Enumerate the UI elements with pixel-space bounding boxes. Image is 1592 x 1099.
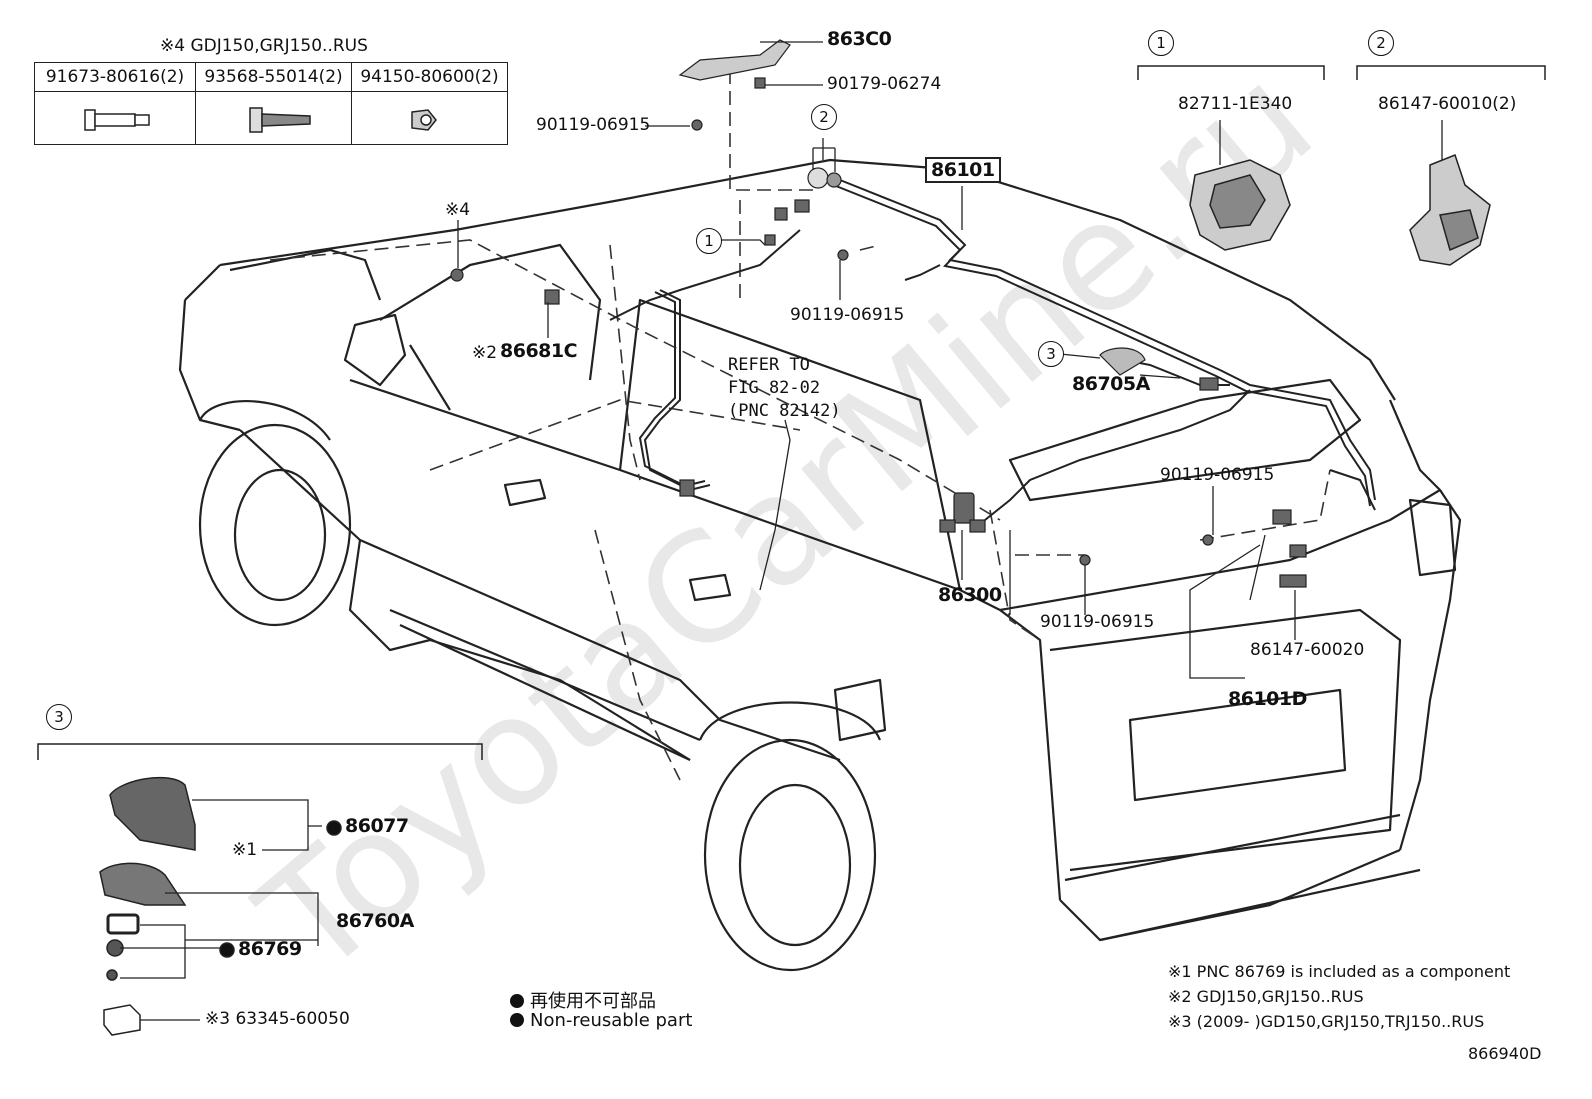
part-86147-60010-illustration (1409, 154, 1491, 266)
connector-86300-icon (953, 492, 975, 524)
bracket-863C0-icon (678, 39, 791, 81)
refer-line-3[interactable]: (PNC 82142) (728, 401, 841, 421)
connector-icon (679, 479, 695, 497)
non-reusable-dot-86769-icon (219, 942, 235, 958)
grommet-icon (807, 167, 829, 189)
legend-en: Non-reusable part (510, 1010, 692, 1031)
part-82711-illustration (1189, 159, 1291, 251)
clip-icon (764, 234, 776, 246)
label-863C0[interactable]: 863C0 (827, 28, 892, 50)
label-86147-60010[interactable]: 86147-60010(2) (1378, 94, 1517, 114)
detail-group-3 (99, 776, 342, 1036)
callout-2-header[interactable]: 2 (1368, 30, 1394, 56)
bolt-icon (450, 268, 464, 282)
antenna-base-86760A-icon (99, 862, 187, 906)
bolt-icon (691, 119, 703, 131)
label-90119-06915-top[interactable]: 90119-06915 (536, 115, 651, 135)
label-90119-06915-low[interactable]: 90119-06915 (1040, 612, 1155, 632)
antenna-86705A-icon (1099, 347, 1146, 376)
note-1: ※1 PNC 86769 is included as a component (1168, 962, 1511, 981)
label-63345-60050[interactable]: ※3 63345-60050 (205, 1009, 350, 1029)
clip-icon (774, 207, 788, 221)
grommet-icon (826, 172, 842, 188)
note-3: ※3 (2009- )GD150,GRJ150,TRJ150..RUS (1168, 1012, 1485, 1031)
label-86101D[interactable]: 86101D (1228, 688, 1307, 710)
screw-icon (106, 969, 118, 981)
figure-id: 866940D (1468, 1044, 1542, 1063)
fastener-image-cell (34, 91, 196, 145)
label-86147-60020[interactable]: 86147-60020 (1250, 640, 1365, 660)
connector-icon (1289, 544, 1307, 558)
connector-icon (1279, 574, 1307, 588)
bolt-icon (837, 249, 849, 261)
refer-line-1[interactable]: REFER TO (728, 355, 810, 375)
fastener-image-cell (195, 91, 352, 145)
callout-1-header[interactable]: 1 (1148, 30, 1174, 56)
label-86300[interactable]: 86300 (938, 584, 1002, 606)
label-82711-1E340[interactable]: 82711-1E340 (1178, 94, 1293, 114)
bolt-icon (1202, 534, 1214, 546)
refer-line-2[interactable]: FIG 82-02 (728, 378, 821, 398)
header-table-title: ※4 GDJ150,GRJ150..RUS (160, 36, 368, 56)
legend-jp: 再使用不可部品 (510, 987, 656, 1013)
label-90119-06915-right[interactable]: 90119-06915 (1160, 465, 1275, 485)
gasket-86769-icon (106, 913, 140, 935)
callout-3-detail[interactable]: 3 (46, 704, 72, 730)
clip-icon (794, 199, 810, 213)
fastener-table: 91673-80616(2) 93568-55014(2) 94150-8060… (34, 62, 508, 145)
connector-icon (1199, 377, 1219, 391)
clip-icon (754, 77, 766, 89)
bolt-icon (1079, 554, 1091, 566)
callout-3-roof[interactable]: 3 (1038, 341, 1064, 367)
antenna-cable (609, 179, 1376, 521)
antenna-cover-86077-icon (109, 776, 196, 851)
label-86760A[interactable]: 86760A (336, 910, 414, 932)
cover-63345-icon (103, 1004, 141, 1036)
legend-jp-text: 再使用不可部品 (530, 991, 656, 1012)
callout-1-roof[interactable]: 1 (696, 228, 722, 254)
note-x4: ※4 (445, 200, 471, 220)
watermark: ToyotaCarMine.ru (229, 33, 1345, 1009)
label-86681C[interactable]: 86681C (500, 340, 578, 362)
label-86077[interactable]: 86077 (345, 815, 409, 837)
note-2: ※2 GDJ150,GRJ150..RUS (1168, 987, 1364, 1006)
label-86705A[interactable]: 86705A (1072, 373, 1150, 395)
part-number-cell: 91673-80616(2) (34, 62, 196, 92)
phantom-lines (269, 70, 1331, 781)
non-reusable-dot-icon (510, 994, 524, 1008)
watermark-text: ToyotaCarMine.ru (229, 33, 1345, 1009)
callout-2-roof[interactable]: 2 (811, 104, 837, 130)
clip-icon (969, 519, 986, 533)
label-90179-06274[interactable]: 90179-06274 (827, 74, 942, 94)
note-x1: ※1 (232, 840, 258, 860)
connector-86681C-icon (544, 289, 560, 305)
part-number-cell: 93568-55014(2) (195, 62, 352, 92)
non-reusable-dot-icon (510, 1013, 524, 1027)
connector-icon (1272, 509, 1292, 525)
label-86101[interactable]: 86101 (925, 157, 1001, 183)
non-reusable-dot-86077-icon (326, 820, 342, 836)
leader-lines (457, 41, 1443, 679)
label-86769[interactable]: 86769 (238, 938, 302, 960)
label-90119-06915-mid[interactable]: 90119-06915 (790, 305, 905, 325)
clip-icon (939, 519, 956, 533)
note-x2: ※2 (472, 343, 498, 363)
part-number-cell: 94150-80600(2) (351, 62, 508, 92)
fastener-image-cell (351, 91, 508, 145)
part-glyphs (450, 39, 1307, 588)
group-brackets (37, 65, 1546, 760)
legend-en-text: Non-reusable part (530, 1010, 693, 1031)
